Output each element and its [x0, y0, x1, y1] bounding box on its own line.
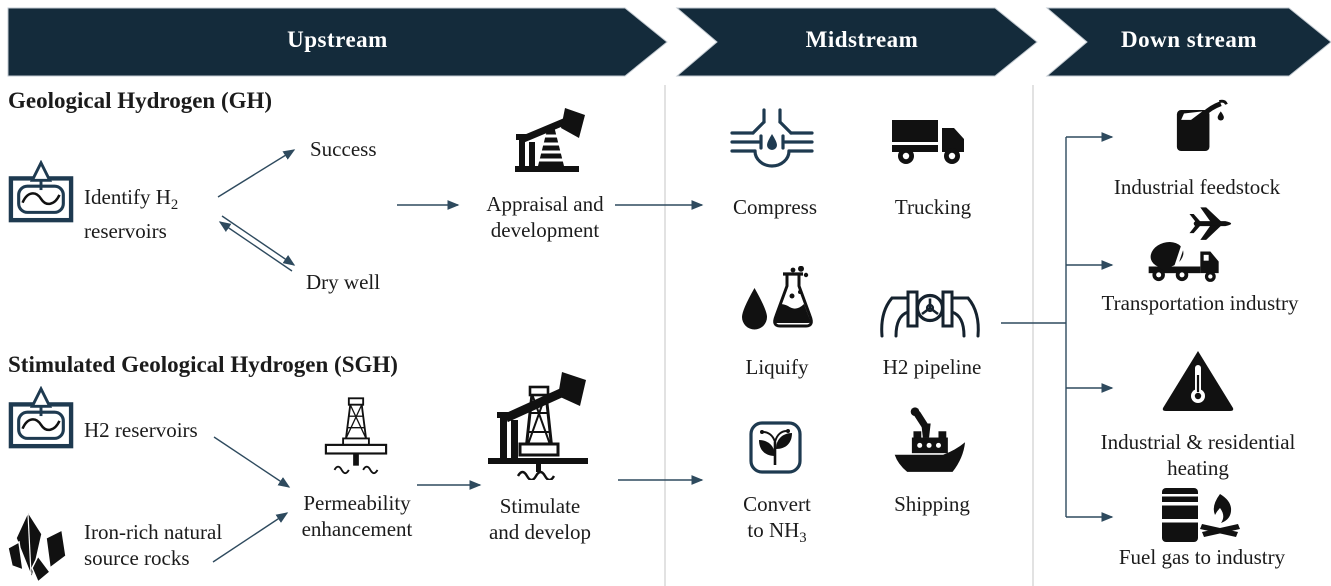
h2-reservoirs-label: H2 reservoirs	[84, 418, 198, 442]
warning-thermometer-icon	[1160, 348, 1236, 414]
stage-label-upstream: Upstream	[287, 27, 388, 52]
industrial-residential-heating-label: Industrial & residential heating	[1100, 430, 1296, 480]
sgh-heading: Stimulated Geological Hydrogen (SGH)	[8, 352, 398, 377]
stage-label-downstream: Down stream	[1120, 27, 1258, 52]
seismic-survey-icon	[8, 386, 74, 450]
plant-conversion-icon	[748, 420, 803, 475]
appraisal-development-label: Appraisal and development	[486, 192, 604, 242]
fuel-gas-industry-label: Fuel gas to industry	[1118, 545, 1286, 569]
truck-icon	[890, 112, 972, 168]
drilling-rig-icon	[320, 394, 392, 480]
success-label: Success	[310, 137, 377, 161]
fuel-can-icon	[1150, 98, 1242, 156]
downstream-arrow-shape	[1045, 7, 1331, 77]
industrial-feedstock-label: Industrial feedstock	[1113, 175, 1281, 199]
crystal-rocks-icon	[4, 510, 78, 584]
iron-rich-rocks-label: Iron-rich natural source rocks	[84, 520, 223, 570]
transportation-industry-label: Transportation industry	[1101, 291, 1299, 315]
arrow-identify-to-success	[217, 149, 296, 198]
gh-heading: Geological Hydrogen (GH)	[8, 88, 273, 113]
stimulation-rig-icon	[486, 370, 590, 480]
upstream-arrow-shape	[7, 7, 668, 77]
dry-well-label: Dry well	[306, 270, 381, 294]
barrel-fire-icon	[1158, 486, 1246, 544]
stage-header-arrows	[7, 7, 1331, 77]
permeability-enhancement-label: Permeability enhancement	[301, 491, 413, 541]
stage-label-midstream: Midstream	[805, 27, 919, 52]
h2-pipeline-label: H2 pipeline	[882, 355, 982, 379]
identify-h2-reservoirs-label: Identify H2 reservoirs	[84, 185, 179, 244]
midstream-arrow-shape	[675, 7, 1038, 77]
plane-mixer-truck-icon	[1142, 204, 1242, 284]
arrow-h2res-to-permeability	[213, 436, 291, 488]
seismic-survey-icon	[8, 160, 74, 224]
convert-nh3-label: Convert to NH3	[743, 492, 811, 547]
arrow-identify-to-drywell	[221, 215, 296, 266]
liquify-icon	[738, 266, 816, 342]
liquify-label: Liquify	[745, 355, 809, 379]
arrow-drywell-to-identify	[218, 221, 293, 272]
shipping-label: Shipping	[894, 492, 970, 516]
pipeline-valve-icon	[878, 284, 982, 346]
arrow-rocks-to-permeability	[212, 512, 289, 563]
trucking-label: Trucking	[894, 195, 972, 219]
stimulate-develop-label: Stimulate and develop	[488, 494, 592, 544]
compressor-icon	[726, 104, 818, 170]
compress-label: Compress	[733, 195, 817, 219]
oil-pumpjack-icon	[505, 106, 587, 174]
ship-icon	[890, 404, 976, 482]
